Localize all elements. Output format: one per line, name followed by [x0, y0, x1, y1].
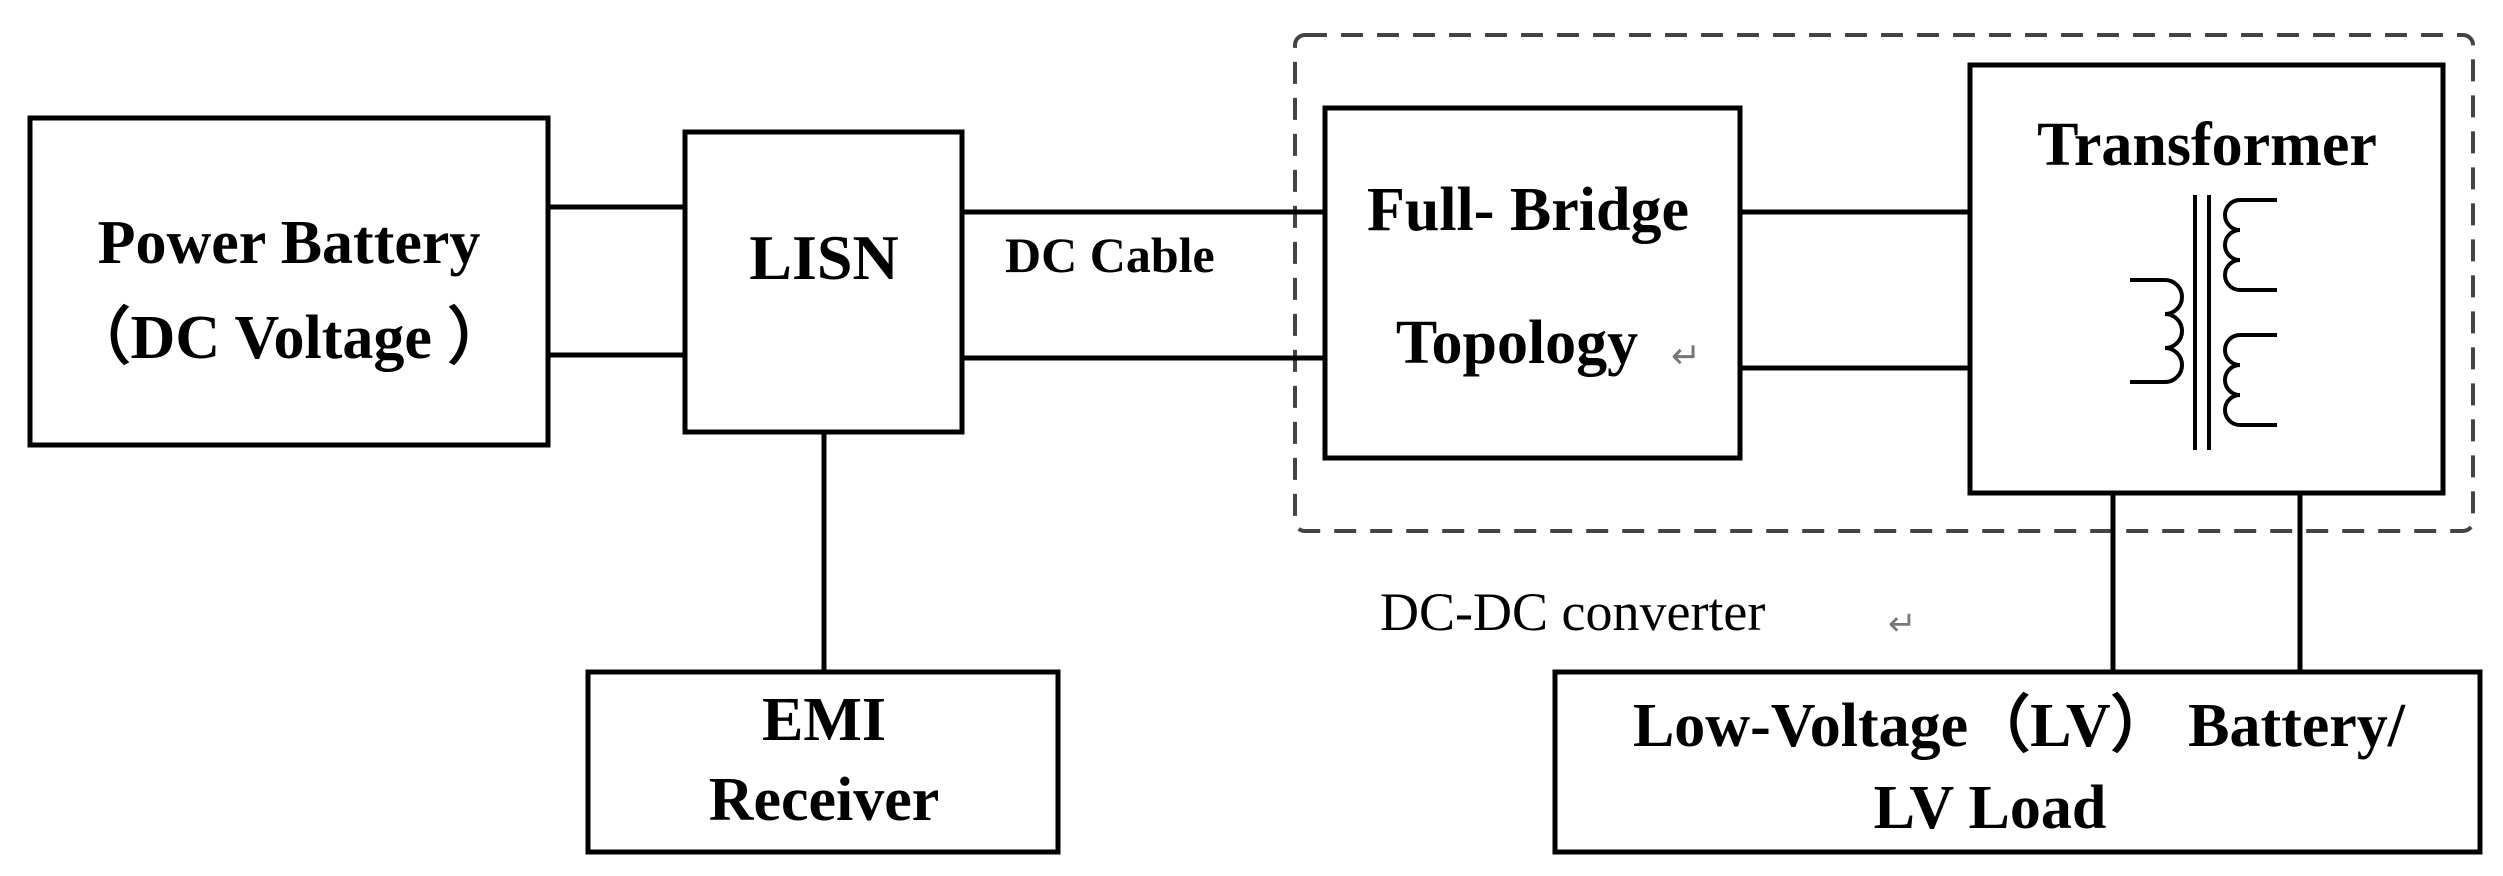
dc-cable-label: DC Cable — [1005, 227, 1215, 283]
lisn-block: LISN — [682, 129, 965, 435]
dc-dc-converter-boundary — [1293, 33, 2475, 533]
emi-receiver-label-line2: Receiver — [709, 766, 940, 834]
return-mark: ↵ — [1671, 336, 1701, 377]
secondary-winding-lower — [2223, 333, 2277, 427]
lv-load-label: LV Load — [1874, 774, 2107, 842]
transformer-label: Transformer — [2037, 111, 2377, 179]
topology-label: Topology — [1396, 309, 1638, 377]
transformer-block: Transformer — [1967, 62, 2446, 496]
return-mark: ↵ — [1888, 604, 1917, 644]
emi-receiver-block: EMI Receiver — [585, 669, 1061, 855]
full-bridge-block: Full- Bridge Topology ↵ — [1322, 105, 1743, 461]
lv-battery-label: Low-Voltage（LV） Battery/ — [1633, 690, 2406, 760]
secondary-winding-upper — [2223, 198, 2277, 292]
lv-battery-load-block: Low-Voltage（LV） Battery/ LV Load — [1552, 669, 2483, 855]
power-battery-voltage-label: （DC Voltage ） — [69, 302, 510, 372]
emi-receiver-label-line1: EMI — [762, 686, 886, 754]
full-bridge-label: Full- Bridge — [1367, 176, 1689, 244]
dc-dc-converter-label: DC-DC converter — [1380, 582, 1765, 642]
primary-winding — [2130, 278, 2184, 384]
power-battery-label: Power Battery — [98, 209, 481, 277]
power-battery-block: Power Battery （DC Voltage ） — [27, 115, 551, 448]
transformer-symbol-icon — [2130, 195, 2277, 450]
lisn-label: LISN — [749, 222, 898, 293]
